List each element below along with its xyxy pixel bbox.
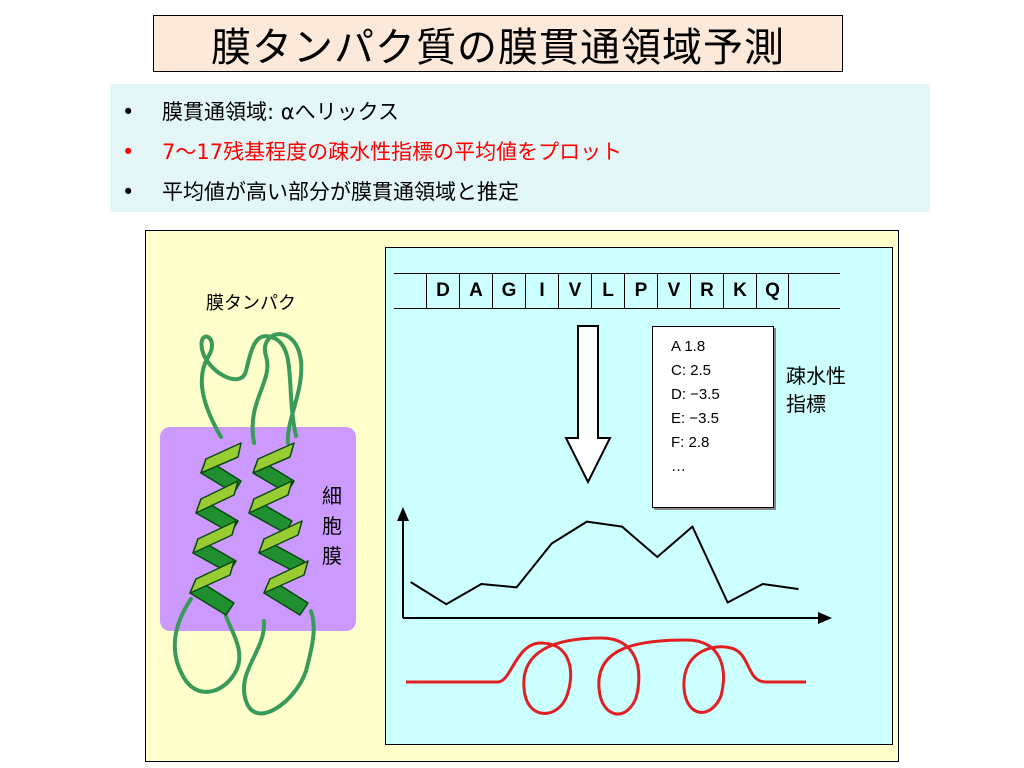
hydropathy-plot xyxy=(397,325,832,716)
residue: D xyxy=(426,273,459,309)
membrane-label-char: 膜 xyxy=(322,544,342,568)
bullet-item: • 平均値が高い部分が膜貫通領域と推定 xyxy=(110,172,930,212)
bullet-item: • 膜貫通領域: αへリックス xyxy=(110,92,930,132)
helix-1 xyxy=(189,442,242,616)
membrane-label-char: 胞 xyxy=(322,514,342,538)
hydropathy-index-label: 疎水性 指標 xyxy=(786,362,846,418)
membrane-label: 細 胞 膜 xyxy=(320,481,344,571)
residue: V xyxy=(657,273,690,309)
bullet-item-highlight: • 7～17残基程度の疎水性指標の平均値をプロット xyxy=(110,132,930,172)
hydropathy-point xyxy=(586,520,588,523)
scale-entry: A 1.8 xyxy=(671,338,706,355)
scale-entry: … xyxy=(671,458,686,475)
bullet-text: 7～17残基程度の疎水性指標の平均値をプロット xyxy=(162,140,623,164)
protein-loop xyxy=(172,597,242,694)
residue: Q xyxy=(756,273,789,309)
hydropathy-point xyxy=(656,556,659,558)
residue: R xyxy=(690,273,723,309)
sequence-row: D A G I V L P V R K Q xyxy=(426,273,789,309)
hydropathy-point xyxy=(550,542,553,545)
residue: P xyxy=(624,273,657,309)
protein-loop xyxy=(242,609,316,716)
bullet-list: • 膜貫通領域: αへリックス • 7～17残基程度の疎水性指標の平均値をプロッ… xyxy=(110,84,930,212)
residue: K xyxy=(723,273,756,309)
helix-curve xyxy=(406,636,806,716)
hydropathy-scale-box: A 1.8 C: 2.5 D: −3.5 E: −3.5 F: 2.8 … xyxy=(652,326,774,508)
slide-title: 膜タンパク質の膜貫通領域予測 xyxy=(153,15,843,72)
hydropathy-point xyxy=(621,525,623,528)
hydropathy-point xyxy=(691,525,694,528)
down-arrow-icon xyxy=(564,325,612,485)
sequence-bottom-line xyxy=(394,308,840,309)
protein-loop xyxy=(199,334,298,439)
residue: V xyxy=(558,273,591,309)
index-label-line: 指標 xyxy=(786,392,826,416)
residue: I xyxy=(525,273,558,309)
protein-label: 膜タンパク xyxy=(206,293,296,314)
hydropathy-point xyxy=(726,601,729,604)
scale-entry: C: 2.5 xyxy=(671,362,712,379)
bullet-text: 平均値が高い部分が膜貫通領域と推定 xyxy=(162,180,519,204)
residue: L xyxy=(591,273,624,309)
protein-loop xyxy=(250,332,304,445)
bullet-marker: • xyxy=(122,100,135,124)
membrane-protein-drawing xyxy=(172,332,316,716)
hydropathy-series-line xyxy=(410,520,799,606)
hydropathy-point xyxy=(762,583,764,585)
helix-2 xyxy=(248,442,309,616)
y-axis-arrow-icon xyxy=(397,507,409,521)
scale-entry: F: 2.8 xyxy=(671,434,710,451)
bullet-marker: • xyxy=(122,140,135,164)
bullet-marker: • xyxy=(122,180,135,204)
sequence-top-line xyxy=(394,273,840,274)
residue: A xyxy=(459,273,492,309)
prediction-figure: 膜タンパク 細 胞 膜 D A G I V L P V R K Q A 1.8 … xyxy=(145,230,899,762)
prediction-panel: D A G I V L P V R K Q A 1.8 C: 2.5 D: −3… xyxy=(385,247,893,745)
hydropathy-point xyxy=(480,583,483,585)
scale-entry: E: −3.5 xyxy=(671,410,719,427)
bullet-text: 膜貫通領域: αへリックス xyxy=(162,100,399,124)
membrane-label-char: 細 xyxy=(322,484,342,508)
residue: G xyxy=(492,273,525,309)
hydropathy-point xyxy=(515,586,518,589)
x-axis-arrow-icon xyxy=(818,612,832,624)
hydropathy-point xyxy=(445,603,447,605)
hydropathy-point xyxy=(797,588,799,590)
scale-entry: D: −3.5 xyxy=(671,386,720,403)
index-label-line: 疎水性 xyxy=(786,364,846,388)
hydropathy-point xyxy=(410,581,412,584)
